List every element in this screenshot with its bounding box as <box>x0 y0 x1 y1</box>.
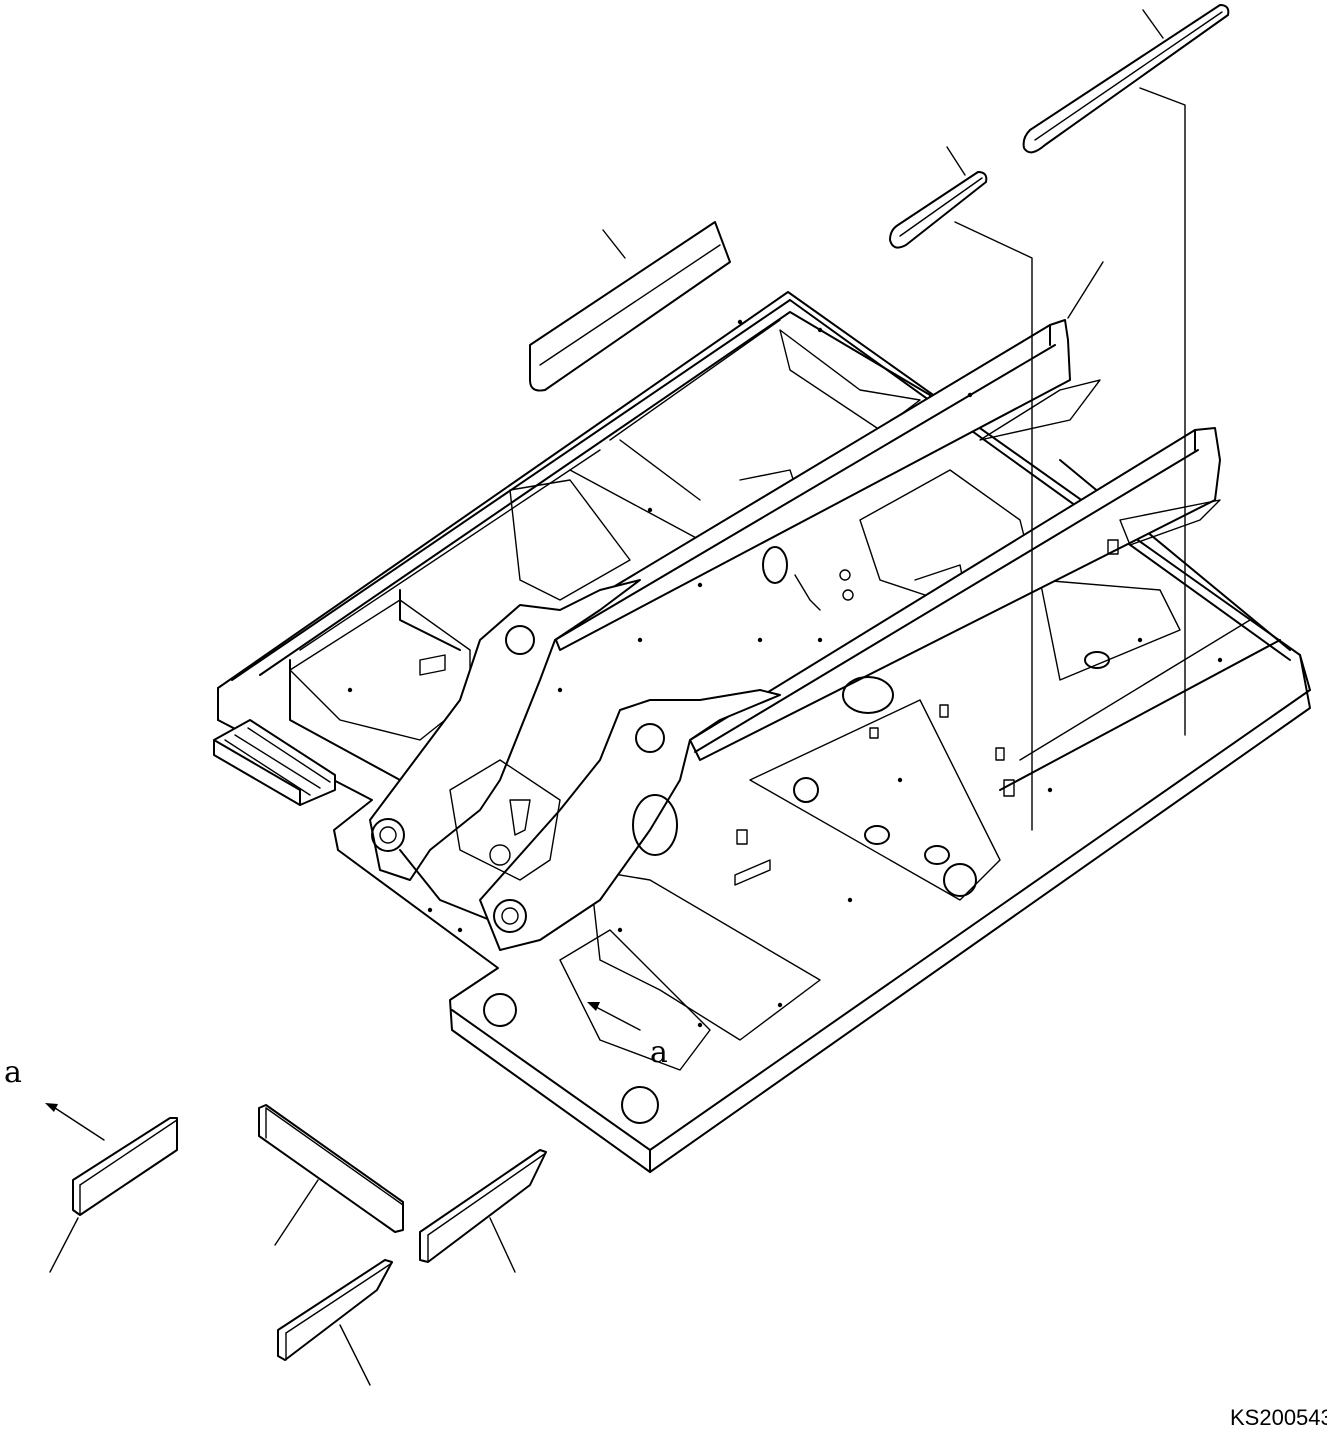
frame-bolt-dots <box>347 319 1223 1028</box>
drawing-code: KS200543 <box>1230 1405 1327 1430</box>
center-beam-left <box>549 319 1101 651</box>
cover-pad-short-top <box>889 171 988 249</box>
cover-pad-long-top <box>1022 4 1230 154</box>
leader-lines <box>45 9 1186 1386</box>
wear-pad-d <box>277 1259 393 1361</box>
wear-pad-b <box>258 1104 404 1233</box>
boom-bracket-center-box <box>449 759 561 881</box>
wear-pad-c <box>419 1149 547 1263</box>
view-marker-label: a <box>4 1055 22 1090</box>
step-ladder <box>213 719 336 806</box>
wear-pad-a <box>72 1117 178 1216</box>
frame-base-plate <box>217 291 1311 1173</box>
center-beam-right <box>689 427 1221 761</box>
cover-pad-mid-left <box>529 221 731 392</box>
boom-bracket-right <box>479 689 781 951</box>
frame-details <box>347 319 1223 1124</box>
boom-bracket-left <box>369 579 641 921</box>
view-arrow-label: a <box>650 1035 668 1070</box>
